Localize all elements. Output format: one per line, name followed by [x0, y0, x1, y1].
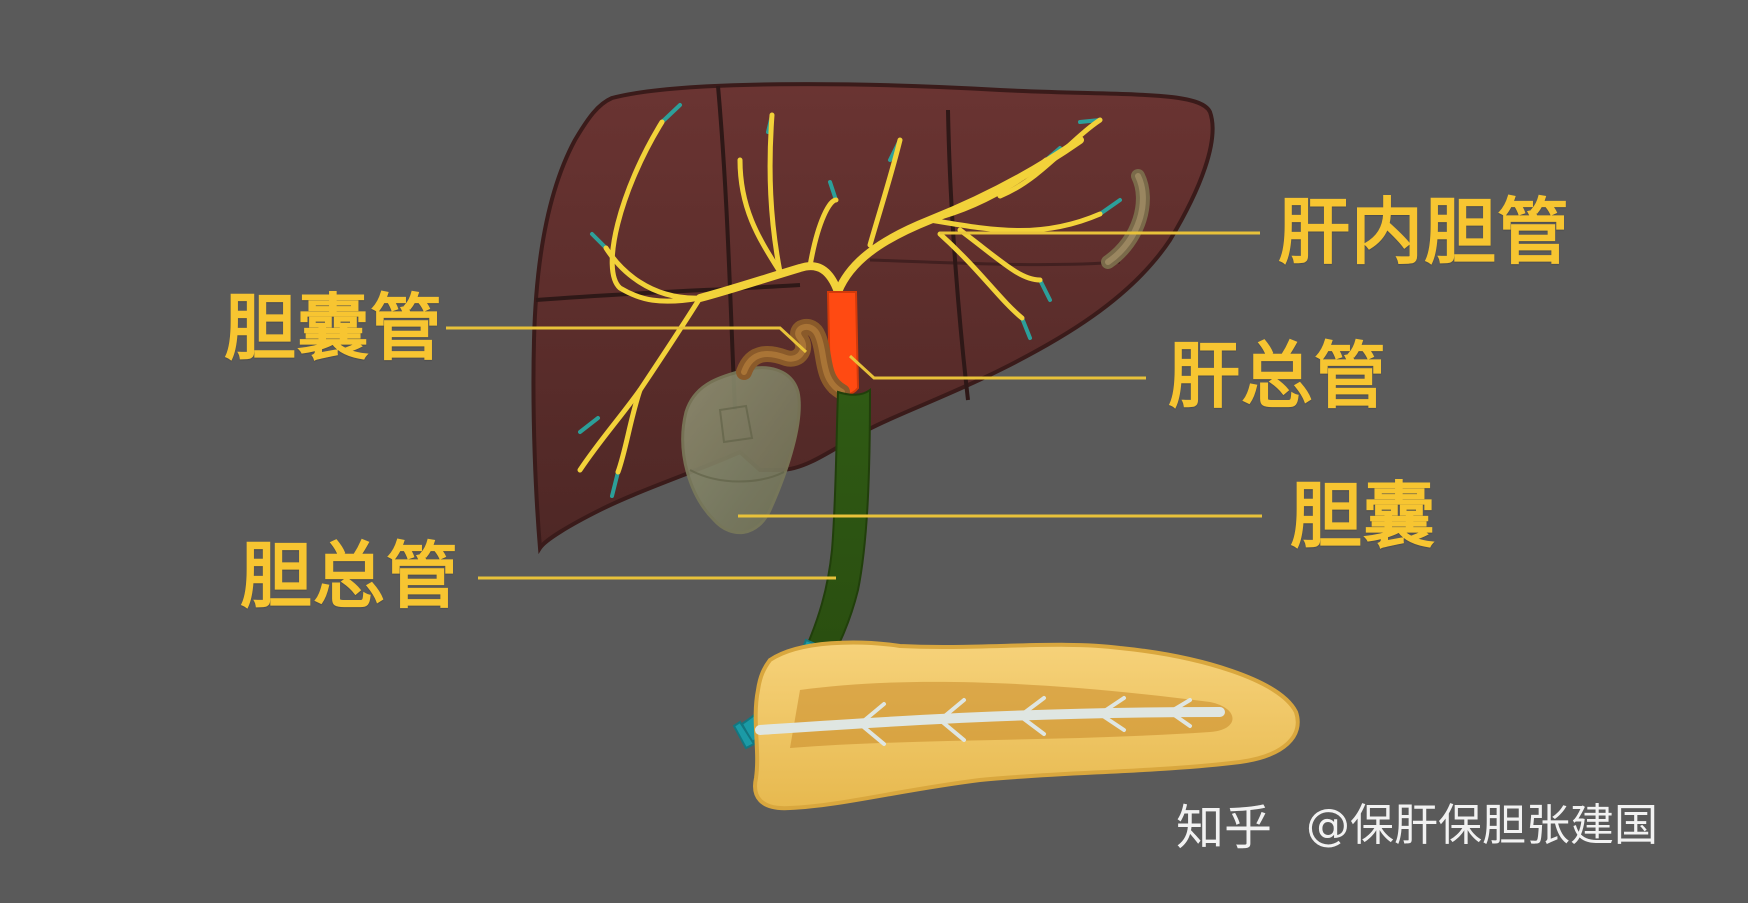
gallbladder-body [681, 366, 801, 535]
liver-body [531, 82, 1215, 555]
label-common-hepatic-duct: 肝总管 [1168, 334, 1388, 418]
label-cystic-duct: 胆囊管 [224, 286, 444, 370]
pancreatic-duct [755, 707, 1225, 735]
leader-cystic-duct [446, 326, 808, 354]
label-gallbladder: 胆囊 [1290, 474, 1437, 558]
label-common-bile-duct: 胆总管 [240, 534, 460, 618]
gallbladder [681, 366, 801, 535]
watermark-platform: 知乎 [1176, 800, 1273, 856]
liver-segment-line [535, 283, 801, 302]
leader-common-hepatic-duct [848, 354, 1146, 380]
liver-segment-line [869, 258, 1121, 267]
intrahepatic-ducts [577, 103, 1122, 498]
liver-segment-line [716, 85, 737, 411]
liver-segment-line [946, 109, 970, 401]
watermark-author: @保肝保胆张建国 [1306, 800, 1658, 851]
liver [531, 82, 1215, 555]
label-intrahepatic-duct: 肝内胆管 [1278, 190, 1571, 274]
leader-lines [446, 231, 1262, 580]
pancreas [753, 640, 1300, 811]
